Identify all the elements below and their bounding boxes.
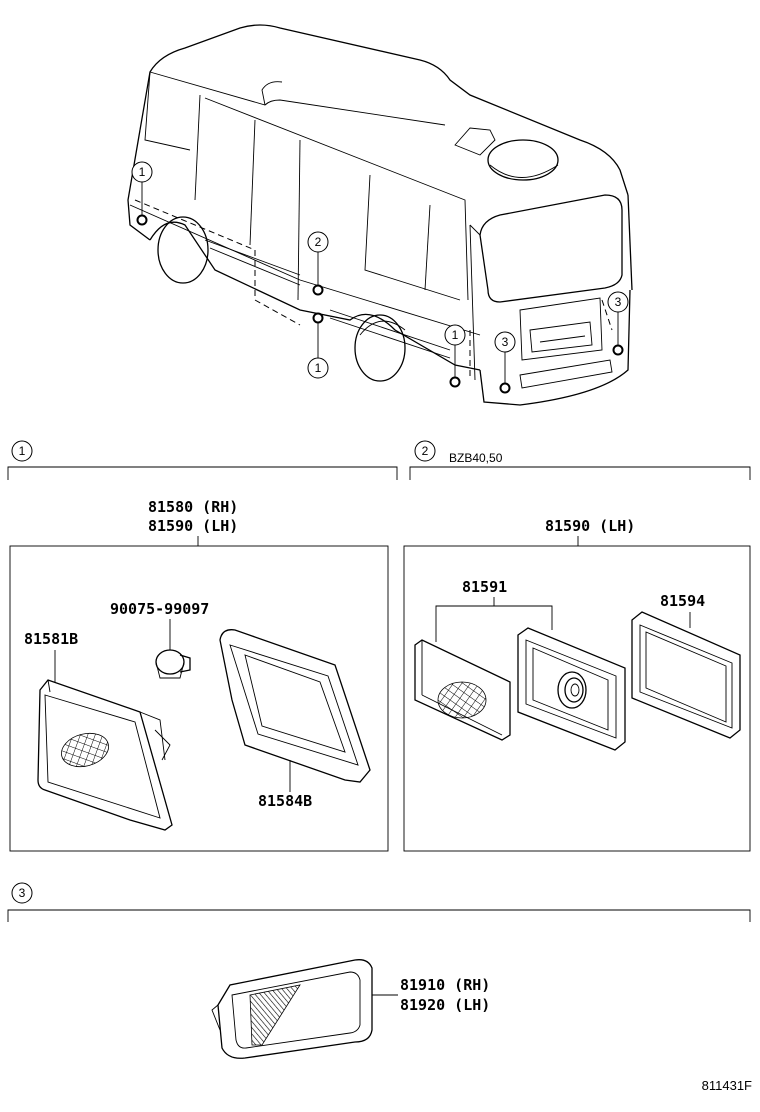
assembly-lh-label: 81590 (LH) (148, 517, 238, 535)
gasket-part-label: 81584B (258, 792, 312, 810)
svg-text:2: 2 (315, 235, 322, 249)
lens-part (37, 679, 173, 831)
gasket-part (219, 629, 371, 783)
section-3-callout: 3 (11, 882, 33, 904)
illustration-id: 811431F (702, 1078, 752, 1093)
svg-text:3: 3 (615, 295, 622, 309)
vehicle-callout-3a: 3 (494, 331, 516, 353)
section-1-callout: 1 (11, 440, 33, 462)
svg-text:1: 1 (19, 444, 26, 458)
lamp-gasket-label: 81594 (660, 592, 705, 610)
section-2-model-note: BZB40,50 (449, 451, 503, 465)
svg-text:1: 1 (315, 361, 322, 375)
section-2: 2 BZB40,50 81590 (LH) 81591 81594 (403, 440, 751, 852)
reflector-rh-label: 81910 (RH) (400, 976, 490, 994)
lens-part-label: 81581B (24, 630, 78, 648)
lamp-lens-part (414, 639, 511, 741)
reflector-lh-label: 81920 (LH) (400, 996, 490, 1014)
section-2-callout: 2 (414, 440, 436, 462)
vehicle-callout-1b: 1 (307, 357, 329, 379)
lamp-sub-assy-label: 81591 (462, 578, 507, 596)
reflector-part (211, 959, 373, 1059)
lamp-housing-part (517, 627, 626, 751)
vehicle-callout-1a: 1 (131, 161, 153, 183)
svg-text:2: 2 (422, 444, 429, 458)
lamp-gasket-part (631, 611, 741, 739)
clip-part-label: 90075-99097 (110, 600, 209, 618)
vehicle-callout-1c: 1 (444, 324, 466, 346)
svg-text:1: 1 (452, 328, 459, 342)
svg-text:3: 3 (19, 886, 26, 900)
clip-part (155, 649, 191, 679)
section-1-bracket (7, 466, 398, 480)
section-1-frame (9, 545, 389, 852)
section-2-assembly-label: 81590 (LH) (545, 517, 635, 535)
section-2-bracket (409, 466, 751, 480)
svg-text:3: 3 (502, 335, 509, 349)
section-2-frame (403, 545, 751, 852)
section-3-bracket (7, 909, 751, 922)
vehicle-illustration: 1 2 1 1 3 3 (127, 24, 633, 406)
vehicle-callout-2: 2 (307, 231, 329, 253)
svg-text:1: 1 (139, 165, 146, 179)
assembly-rh-label: 81580 (RH) (148, 498, 238, 516)
vehicle-callout-3b: 3 (607, 291, 629, 313)
section-1: 1 81580 (RH) 81590 (LH) 90075-99097 8158… (7, 440, 398, 852)
section-3: 3 81910 (RH) 81920 (LH) (7, 882, 751, 1059)
